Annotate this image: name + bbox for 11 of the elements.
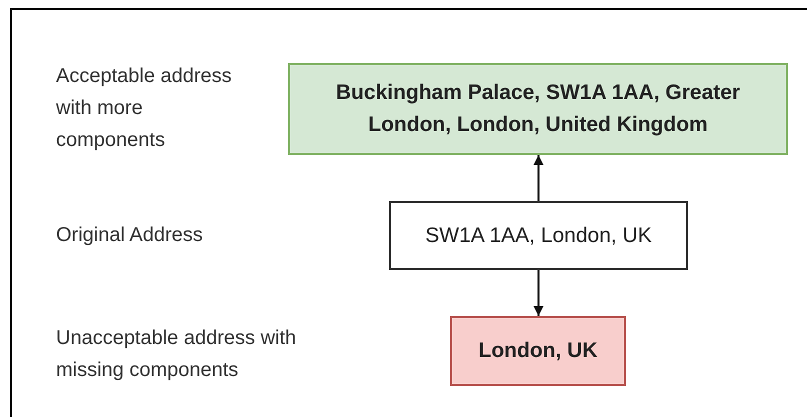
arrow — [534, 155, 544, 201]
row-label: Unacceptable address with missing components — [56, 326, 298, 383]
address-box — [389, 201, 688, 270]
address-box — [288, 63, 788, 155]
address-text: London, UK — [478, 338, 598, 364]
address-text: SW1A 1AA, London, UK — [425, 222, 652, 248]
address-box — [450, 316, 626, 386]
arrow — [534, 270, 544, 316]
row-label: Acceptable address with more components — [56, 64, 233, 153]
address-text: Buckingham Palace, SW1A 1AA, Greater London, London, United Kingdom — [334, 80, 742, 138]
row-label: Original Address — [56, 223, 204, 248]
